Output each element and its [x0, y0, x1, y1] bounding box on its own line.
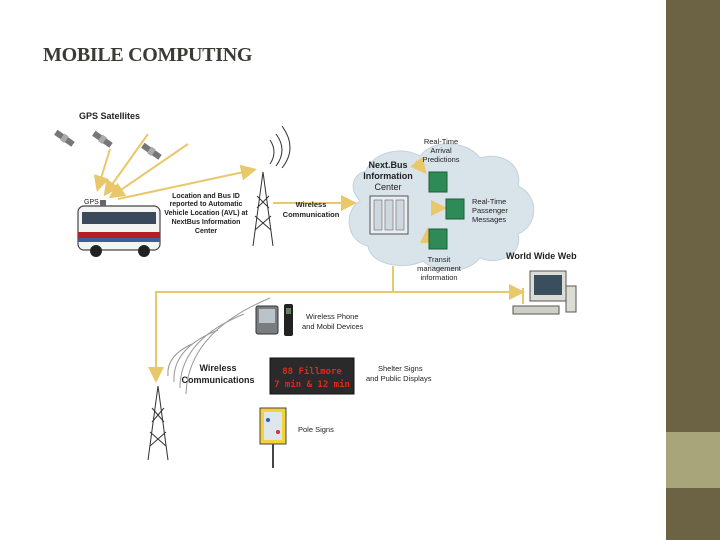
satellite-icon: [54, 129, 75, 147]
avl-label-line: reported to Automatic: [170, 201, 243, 208]
mobile-phone-icon: [284, 304, 293, 336]
antenna-tower-icon: [252, 125, 291, 247]
transit-info-label: Transit management information: [417, 255, 462, 282]
pole-sign-icon: [259, 407, 287, 468]
transit-info-line: Transit: [428, 255, 452, 264]
transit-info-line: information: [420, 273, 457, 282]
flow-arrows: [93, 133, 525, 383]
sidebar-accent-block: [666, 432, 720, 488]
arrival-predictions-board: [428, 171, 448, 193]
avl-label: Location and Bus ID reported to Automati…: [164, 193, 248, 235]
nextbus-system-diagram: 88 Fillmore 7 min & 12 min GPS Satellite…: [48, 96, 594, 474]
bus-icon: [77, 200, 161, 257]
passenger-messages-label: Real-Time Passenger Messages: [472, 197, 508, 224]
wireless-communication-line: Communication: [283, 210, 340, 219]
wireless-communication-label: Wireless Communication: [283, 200, 340, 219]
wireless-phone-line: and Mobil Devices: [302, 322, 364, 331]
satellite-icon: [141, 142, 162, 160]
nextbus-center-line: Information: [363, 171, 413, 181]
server-rack-icon: [369, 195, 409, 235]
sign-line-2: 7 min & 12 min: [274, 379, 350, 390]
slide-title: MOBILE COMPUTING: [43, 44, 253, 66]
shelter-signs-line: Shelter Signs: [378, 364, 423, 373]
nextbus-center-line: Next.Bus: [368, 160, 407, 170]
transit-info-board: [428, 228, 448, 250]
avl-label-line: Center: [195, 228, 217, 235]
wireless-communication-line: Wireless: [296, 200, 327, 209]
wireless-communications-line: Wireless: [200, 363, 237, 373]
avl-label-line: NextBus Information: [172, 219, 241, 226]
wireless-phone-line: Wireless Phone: [306, 312, 359, 321]
transit-info-line: management: [417, 264, 462, 273]
pda-icon: [255, 305, 279, 335]
nextbus-center-label: Next.Bus Information Center: [363, 160, 413, 192]
satellite-icon: [92, 130, 113, 148]
arrival-predictions-line: Arrival: [430, 146, 452, 155]
passenger-messages-line: Passenger: [472, 206, 508, 215]
wireless-communications-line: Communications: [181, 375, 254, 385]
nextbus-center-line: Center: [374, 182, 401, 192]
arrival-predictions-label: Real-Time Arrival Predictions: [422, 137, 459, 164]
shelter-sign-panel: [269, 357, 355, 395]
arrival-predictions-line: Predictions: [422, 155, 459, 164]
shelter-signs-line: and Public Displays: [366, 374, 432, 383]
passenger-messages-line: Real-Time: [472, 197, 506, 206]
passenger-messages-board: [445, 198, 465, 220]
gps-satellites-label: GPS Satellites: [79, 111, 140, 121]
passenger-messages-line: Messages: [472, 215, 506, 224]
wireless-phone-label: Wireless Phone and Mobil Devices: [302, 312, 364, 331]
arrival-predictions-line: Real-Time: [424, 137, 458, 146]
avl-label-line: Vehicle Location (AVL) at: [164, 210, 248, 217]
world-wide-web-label: World Wide Web: [506, 251, 577, 261]
pole-signs-label: Pole Signs: [298, 425, 334, 434]
antenna-tower-icon: [147, 297, 271, 461]
shelter-signs-label: Shelter Signs and Public Displays: [366, 364, 432, 383]
wireless-communications-label: Wireless Communications: [181, 363, 254, 385]
gps-label: GPS: [84, 199, 99, 206]
sign-line-1: 88 Fillmore: [282, 366, 342, 377]
avl-label-line: Location and Bus ID: [172, 193, 240, 200]
computer-icon: [512, 270, 577, 315]
